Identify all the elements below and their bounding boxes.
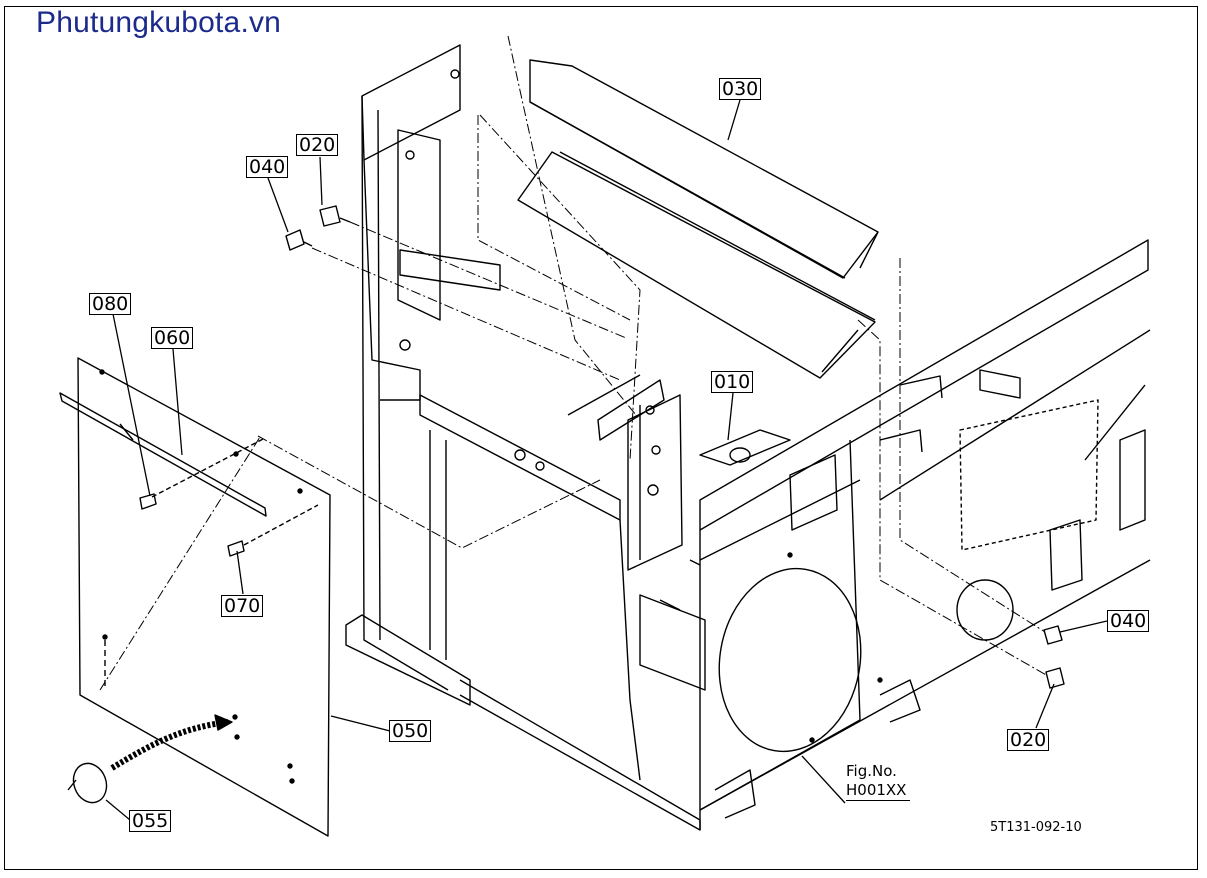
strip-060 bbox=[59, 392, 267, 517]
drawing-code: 5T131-092-10 bbox=[990, 820, 1082, 835]
bolt-020-right bbox=[1045, 667, 1065, 689]
cover-010 bbox=[517, 151, 876, 379]
figure-reference: Fig.No. H001XX bbox=[846, 762, 911, 801]
figure-code: H001XX bbox=[846, 781, 911, 801]
bolt-070 bbox=[227, 504, 319, 557]
main-frame bbox=[345, 44, 706, 831]
bolt-040-top bbox=[285, 229, 313, 251]
callout-020-top[interactable]: 020 bbox=[296, 134, 339, 156]
cover-030 bbox=[529, 59, 879, 279]
callout-070[interactable]: 070 bbox=[221, 595, 264, 617]
cable-tie-055 bbox=[67, 714, 233, 804]
callout-055[interactable]: 055 bbox=[129, 810, 172, 832]
drawing-frame bbox=[4, 6, 1198, 870]
figure-label: Fig.No. bbox=[846, 762, 897, 780]
panel-050 bbox=[77, 357, 331, 837]
callout-050[interactable]: 050 bbox=[389, 720, 432, 742]
site-watermark: Phutungkubota.vn bbox=[36, 6, 282, 39]
callout-010[interactable]: 010 bbox=[711, 371, 754, 393]
bolt-020-top bbox=[319, 205, 351, 227]
callout-020-right[interactable]: 020 bbox=[1007, 729, 1050, 751]
callout-080[interactable]: 080 bbox=[89, 293, 132, 315]
callout-030[interactable]: 030 bbox=[719, 78, 762, 100]
right-frame bbox=[699, 239, 1151, 819]
callout-060[interactable]: 060 bbox=[151, 327, 194, 349]
callout-040-top[interactable]: 040 bbox=[246, 156, 289, 178]
bolt-040-right bbox=[1043, 625, 1063, 645]
callout-040-right[interactable]: 040 bbox=[1107, 610, 1150, 632]
